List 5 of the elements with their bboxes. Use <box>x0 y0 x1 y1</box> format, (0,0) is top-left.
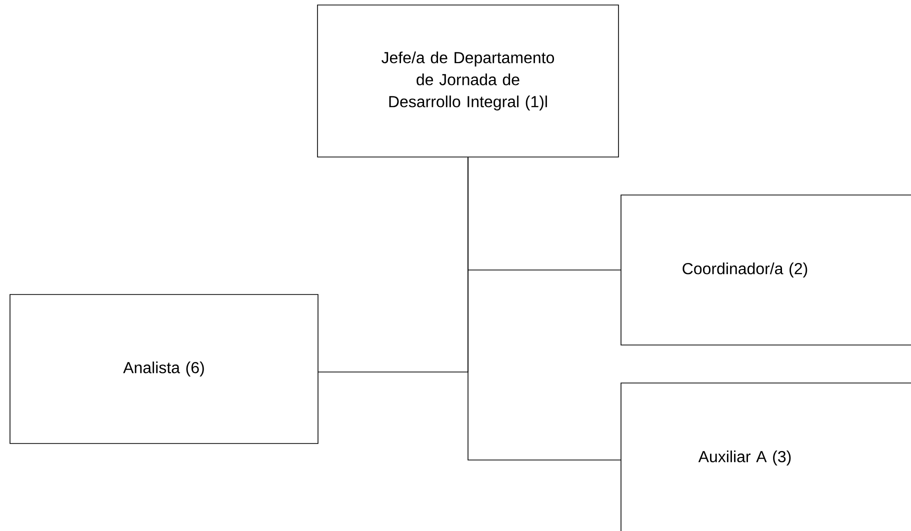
connector-line <box>318 157 468 372</box>
position-box: Auxiliar A (3) <box>620 382 911 531</box>
position-box: Analista (6) <box>10 294 318 444</box>
position-box: Jefe/a de Departamento de Jornada de Desarrollo Integral (1)l <box>317 4 619 158</box>
position-box: Coordinador/a (2) <box>620 194 911 346</box>
